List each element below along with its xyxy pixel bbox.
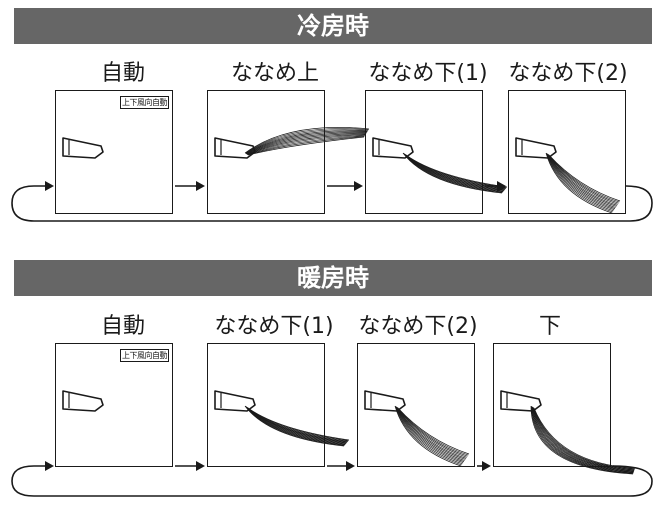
cooling-step-4-label: ななめ下(2) — [508, 61, 628, 86]
heating-panel-down1 — [207, 343, 325, 467]
heating-step-2-label: ななめ下(1) — [214, 314, 334, 339]
cooling-panel-down2 — [508, 90, 626, 214]
heating-step-1-label: 自動 — [100, 314, 145, 339]
heating-step-3-label: ななめ下(2) — [358, 314, 478, 339]
heating-banner: 暖房時 — [14, 260, 652, 296]
heating-panel-down2 — [357, 343, 475, 467]
cooling-banner: 冷房時 — [14, 8, 652, 44]
cooling-step-1-label: 自動 — [100, 61, 145, 86]
cooling-step-2-label: ななめ上 — [230, 61, 319, 86]
cooling-step-3-label: ななめ下(1) — [368, 61, 488, 86]
heating-cycle-arrows — [11, 465, 653, 497]
cooling-panel-up — [207, 90, 325, 214]
heating-panel-auto: 上下風向自動 — [55, 343, 173, 467]
heating-panel-down — [493, 343, 611, 467]
auto-badge: 上下風向自動 — [120, 349, 169, 362]
cooling-panel-down1 — [365, 90, 483, 214]
cooling-panel-auto: 上下風向自動 — [55, 90, 173, 214]
auto-badge: 上下風向自動 — [120, 96, 169, 109]
heating-step-4-label: 下 — [538, 314, 561, 339]
heating-return-loop — [11, 465, 653, 497]
